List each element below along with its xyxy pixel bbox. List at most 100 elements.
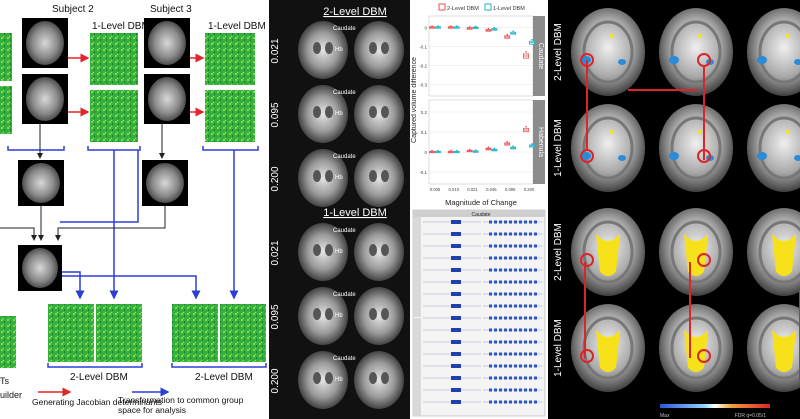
two-level-title: 2-Level DBM (323, 6, 387, 18)
hb-label: Hb (335, 249, 343, 255)
detail-mark (519, 220, 522, 224)
detail-mark (514, 232, 517, 236)
highlight-ring (580, 349, 594, 363)
outlier-point (512, 145, 514, 147)
detail-mark (504, 364, 507, 368)
brain-slice (354, 223, 404, 281)
outlier-point (525, 125, 527, 128)
x-tick-label: 0.005 (430, 187, 441, 192)
detail-mark (529, 244, 532, 248)
x-tick-label: 0.010 (449, 187, 460, 192)
detail-mark (514, 352, 517, 356)
outlier-point (493, 26, 496, 29)
legend-one-text: 1-Level DBM (493, 6, 525, 12)
detail-mark (519, 292, 522, 296)
detail-mark (524, 220, 527, 224)
colorbar-right-label: FDR q=0.05/1 (735, 413, 766, 419)
brain-slice (298, 351, 348, 409)
left-cut-text-2: uilder (0, 390, 22, 400)
detail-mark (534, 220, 537, 224)
detail-mark (524, 340, 527, 344)
subject3-template-brain (142, 160, 188, 206)
colorbar (660, 404, 770, 408)
detail-mark (504, 352, 507, 356)
detail-mark (524, 280, 527, 284)
detail-mark (534, 376, 537, 380)
facet-strip-habenula (533, 100, 545, 184)
detail-mark (499, 340, 502, 344)
y-tick-label: -0.2 (419, 64, 427, 69)
detail-mark (489, 364, 492, 368)
one-level-label-1: 1-Level DBM (92, 21, 150, 32)
brain-slice (354, 351, 404, 409)
detail-mark (534, 268, 537, 272)
detail-mark (499, 376, 502, 380)
subject2-label: Subject 2 (52, 4, 94, 15)
brain-grid-svg: 2-Level DBM 1-Level DBM 0.021CaudateHb0.… (270, 6, 404, 409)
detail-mark (524, 244, 527, 248)
detail-mark (451, 256, 461, 260)
detail-mark (534, 364, 537, 368)
detail-mark (451, 352, 461, 356)
highlight-ring (580, 253, 594, 267)
cold-cluster (757, 56, 767, 64)
detail-mark (504, 328, 507, 332)
detail-mark (519, 340, 522, 344)
detail-mark (534, 244, 537, 248)
detail-mark (524, 256, 527, 260)
detail-mark (519, 268, 522, 272)
detail-mark (514, 388, 517, 392)
detail-mark (494, 400, 497, 404)
brain-slice (298, 149, 348, 207)
cold-cluster (757, 152, 767, 160)
detail-mark (524, 328, 527, 332)
detail-mark (489, 400, 492, 404)
cold-cluster (618, 155, 626, 161)
detail-mark (529, 328, 532, 332)
jacobian-map (90, 90, 138, 142)
highlight-ring (697, 349, 711, 363)
one-level-label-2: 1-Level DBM (208, 21, 266, 32)
pipeline-svg: Subject 2 Subject 3 1-Level DBM 1-Level … (0, 4, 267, 415)
map-row: 1-Level DBM (553, 304, 800, 392)
y-tick-label: -0.1 (419, 170, 427, 175)
hot-cluster (610, 130, 614, 134)
outlier-point (531, 143, 533, 145)
detail-mark (509, 244, 512, 248)
hot-cluster (596, 330, 620, 372)
detail-mark (494, 256, 497, 260)
caudate-label: Caudate (333, 90, 356, 96)
outlier-point (493, 147, 496, 150)
detail-title: Caudate (472, 212, 491, 218)
detail-mark (451, 292, 461, 296)
detail-mark (504, 268, 507, 272)
detail-mark (524, 352, 527, 356)
detail-mark (489, 292, 492, 296)
facet-strip-caudate (533, 16, 545, 96)
outlier-point (450, 25, 452, 27)
detail-mark (499, 244, 502, 248)
detail-mark (494, 280, 497, 284)
detail-mark (499, 280, 502, 284)
y-tick-label: -0.3 (419, 83, 427, 88)
detail-mark (504, 232, 507, 236)
legend-red-text: Generating Jacobian determinants (32, 397, 162, 407)
brain-slice (354, 149, 404, 207)
detail-mark (504, 220, 507, 224)
detail-mark (524, 400, 527, 404)
axial-slice (659, 8, 733, 96)
detail-mark (524, 268, 527, 272)
cold-cluster (794, 59, 800, 65)
hot-cluster (698, 34, 702, 38)
jacobian-map-cut (0, 86, 12, 134)
detail-mark (499, 304, 502, 308)
detail-mark (509, 352, 512, 356)
detail-mark (489, 280, 492, 284)
detail-mark (519, 388, 522, 392)
detail-mark (529, 340, 532, 344)
detail-mark (504, 280, 507, 284)
two-level-map (220, 304, 266, 362)
detail-mark (451, 220, 461, 224)
